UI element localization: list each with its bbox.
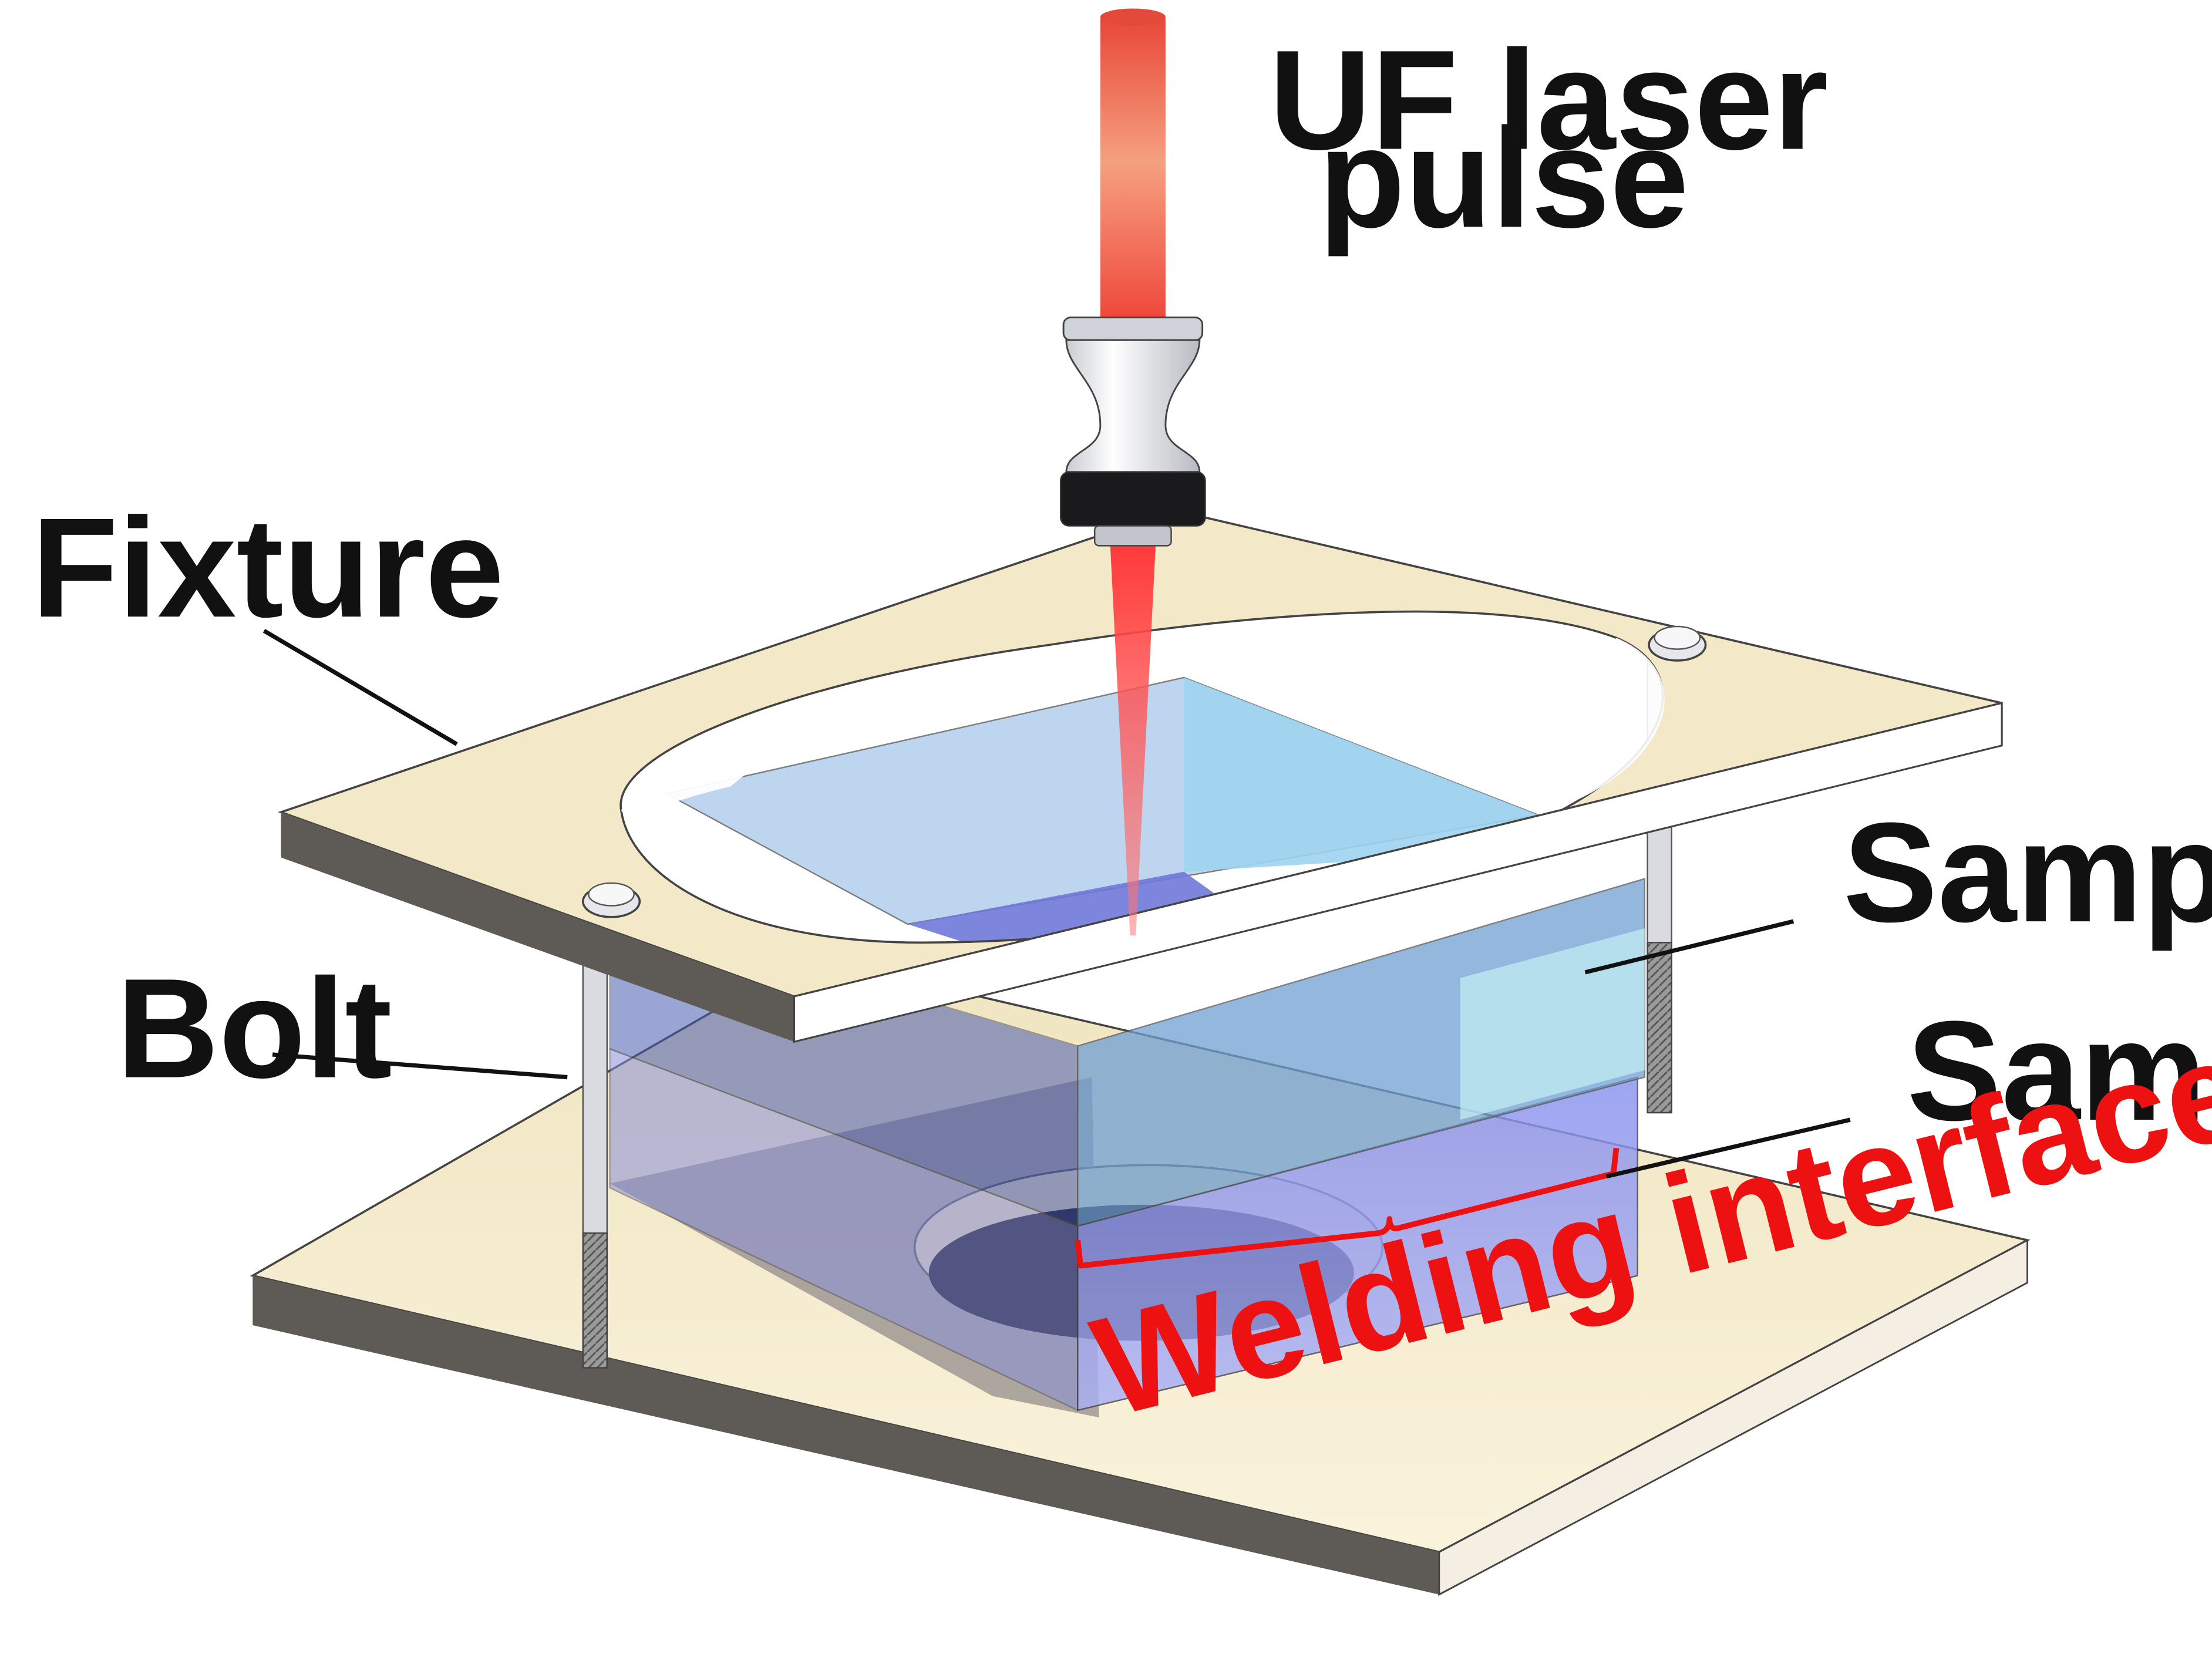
welding-interface-brace — [1075, 1147, 1620, 1269]
sample1-leader-line — [1584, 919, 1794, 975]
bolt-leader-line — [272, 1052, 568, 1080]
sample-1-inner-right — [1184, 677, 1538, 872]
fixture-label: Fixture — [32, 489, 504, 647]
top-plate-front-edge — [281, 812, 794, 1042]
bottom-plate-right-edge — [1438, 1238, 2029, 1596]
left-bolt-head — [581, 882, 641, 918]
bolt-label: Bolt — [117, 949, 392, 1108]
top-plate-opening-wall-right — [1538, 638, 1665, 816]
sample-2-block — [609, 1047, 1638, 1412]
top-plate-right-edge — [793, 702, 2003, 1043]
fixture-leader-line — [262, 629, 458, 746]
right-bolt-thread — [1647, 942, 1672, 1114]
left-bolt-thread — [582, 1232, 608, 1369]
sample1-label: Sample 1 — [1843, 793, 2212, 952]
sample-1-right-highlight — [1460, 928, 1645, 1120]
sample-1-inner-face — [907, 871, 1234, 947]
sample2-label: Sample 2 — [1907, 992, 2212, 1150]
laser-beam — [1100, 8, 1166, 936]
sample-1-front-face — [1077, 878, 1646, 1227]
top-plate-opening-wall — [621, 687, 851, 814]
laser-beam-focused-cone — [1110, 545, 1156, 936]
laser-label-line2: pulse — [1319, 99, 1689, 257]
laser-focusing-head-icon — [1060, 316, 1206, 547]
laser-beam-upper — [1100, 14, 1166, 343]
sample2-leader-line — [1605, 1117, 1851, 1179]
bottom-plate-front-edge — [252, 1275, 1439, 1595]
right-bolt-head — [1648, 625, 1707, 662]
left-bolt — [582, 920, 608, 1369]
laser-label-line1: UF laser — [1269, 21, 1829, 179]
